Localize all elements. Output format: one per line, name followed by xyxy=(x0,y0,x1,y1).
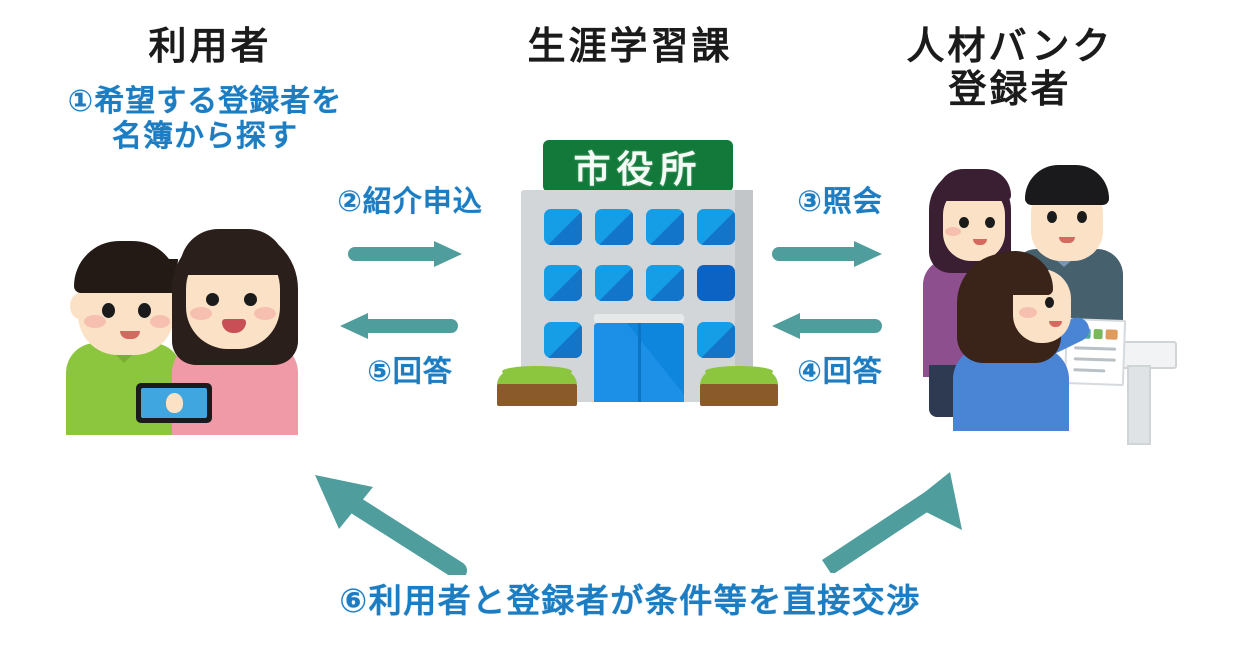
arrow-shaft xyxy=(798,319,882,333)
label-step-5: ⑤回答 xyxy=(367,356,453,388)
registrant-teal-eye xyxy=(1077,211,1087,223)
registrant-blue-blush xyxy=(1019,307,1037,318)
registrant-purple-mouth xyxy=(973,239,987,245)
building-window xyxy=(595,265,633,301)
heading-department: 生涯学習課 xyxy=(527,26,733,68)
building-window xyxy=(646,209,684,245)
registrant-teal-hair xyxy=(1025,165,1109,205)
arrow-head xyxy=(340,313,368,339)
building-window xyxy=(697,209,735,245)
user-man-blush xyxy=(150,315,170,328)
label-step-3: ③照会 xyxy=(797,186,883,218)
arrow-head xyxy=(434,241,462,267)
registrants-group-illustration xyxy=(915,165,1177,445)
tablet-device xyxy=(136,383,212,423)
building-shading xyxy=(735,190,753,402)
user-man-eye xyxy=(138,303,151,318)
arrow-step-3 xyxy=(772,241,882,267)
swatch-orange xyxy=(1105,329,1118,340)
building-window xyxy=(544,265,582,301)
registrant-teal-mouth xyxy=(1059,237,1075,243)
arrow-shaft xyxy=(366,319,458,333)
text-line xyxy=(1073,357,1116,362)
arrow-shaft xyxy=(348,247,436,261)
user-woman-mouth xyxy=(222,319,246,333)
arrow-head xyxy=(772,313,800,339)
entrance-lintel xyxy=(594,314,684,323)
arrow-step-6-to-users xyxy=(315,475,467,575)
users-couple-illustration xyxy=(62,215,312,435)
registrant-purple-eye xyxy=(985,217,995,228)
building-window xyxy=(544,322,582,358)
swatch-green xyxy=(1093,328,1103,340)
registrant-purple-bangs xyxy=(937,169,1011,201)
soil xyxy=(497,383,577,406)
arrow-step-4 xyxy=(772,313,882,339)
user-woman-blush xyxy=(254,307,276,320)
label-step-2: ②紹介申込 xyxy=(337,186,483,218)
label-step-1: ①希望する登録者を 名簿から探す xyxy=(67,85,343,154)
city-hall-illustration: 市役所 xyxy=(495,140,778,420)
registrant-purple-blush xyxy=(945,227,961,236)
heading-users: 利用者 xyxy=(148,26,272,68)
soil xyxy=(700,383,778,406)
door-split xyxy=(638,323,641,402)
user-man-eye xyxy=(102,303,115,318)
building-window xyxy=(544,209,582,245)
label-step-4: ④回答 xyxy=(797,356,883,388)
user-woman-hair-front xyxy=(180,229,286,275)
arrow-shaft xyxy=(772,247,856,261)
building-window xyxy=(595,209,633,245)
user-man-mouth xyxy=(120,331,140,339)
registrant-blue-eye xyxy=(1045,297,1054,308)
tablet-screen xyxy=(141,387,207,419)
user-man-blush xyxy=(84,315,106,328)
registrant-purple-eye xyxy=(959,217,969,228)
text-line xyxy=(1074,346,1117,351)
label-step-6: ⑥利用者と登録者が条件等を直接交渉 xyxy=(339,582,921,619)
user-woman-eye xyxy=(206,293,219,306)
arrow-step-5 xyxy=(340,313,458,339)
building-window xyxy=(697,322,735,358)
user-woman-blush xyxy=(190,307,212,320)
heading-talent-bank: 人材バンク 登録者 xyxy=(906,26,1114,111)
building-window xyxy=(697,265,735,301)
entrance-door xyxy=(594,323,684,402)
arrow-step-2 xyxy=(348,241,462,267)
arrow-step-6-to-registrants xyxy=(822,472,962,573)
text-line xyxy=(1073,368,1106,373)
planter-left xyxy=(497,365,577,406)
counter-leg xyxy=(1127,365,1151,445)
building-window xyxy=(646,265,684,301)
registrant-teal-eye xyxy=(1047,211,1057,223)
arrow-head xyxy=(854,241,882,267)
city-hall-sign: 市役所 xyxy=(543,140,733,192)
user-woman-eye xyxy=(244,293,257,306)
registrant-blue-mouth xyxy=(1049,321,1062,327)
planter-right xyxy=(700,365,778,406)
